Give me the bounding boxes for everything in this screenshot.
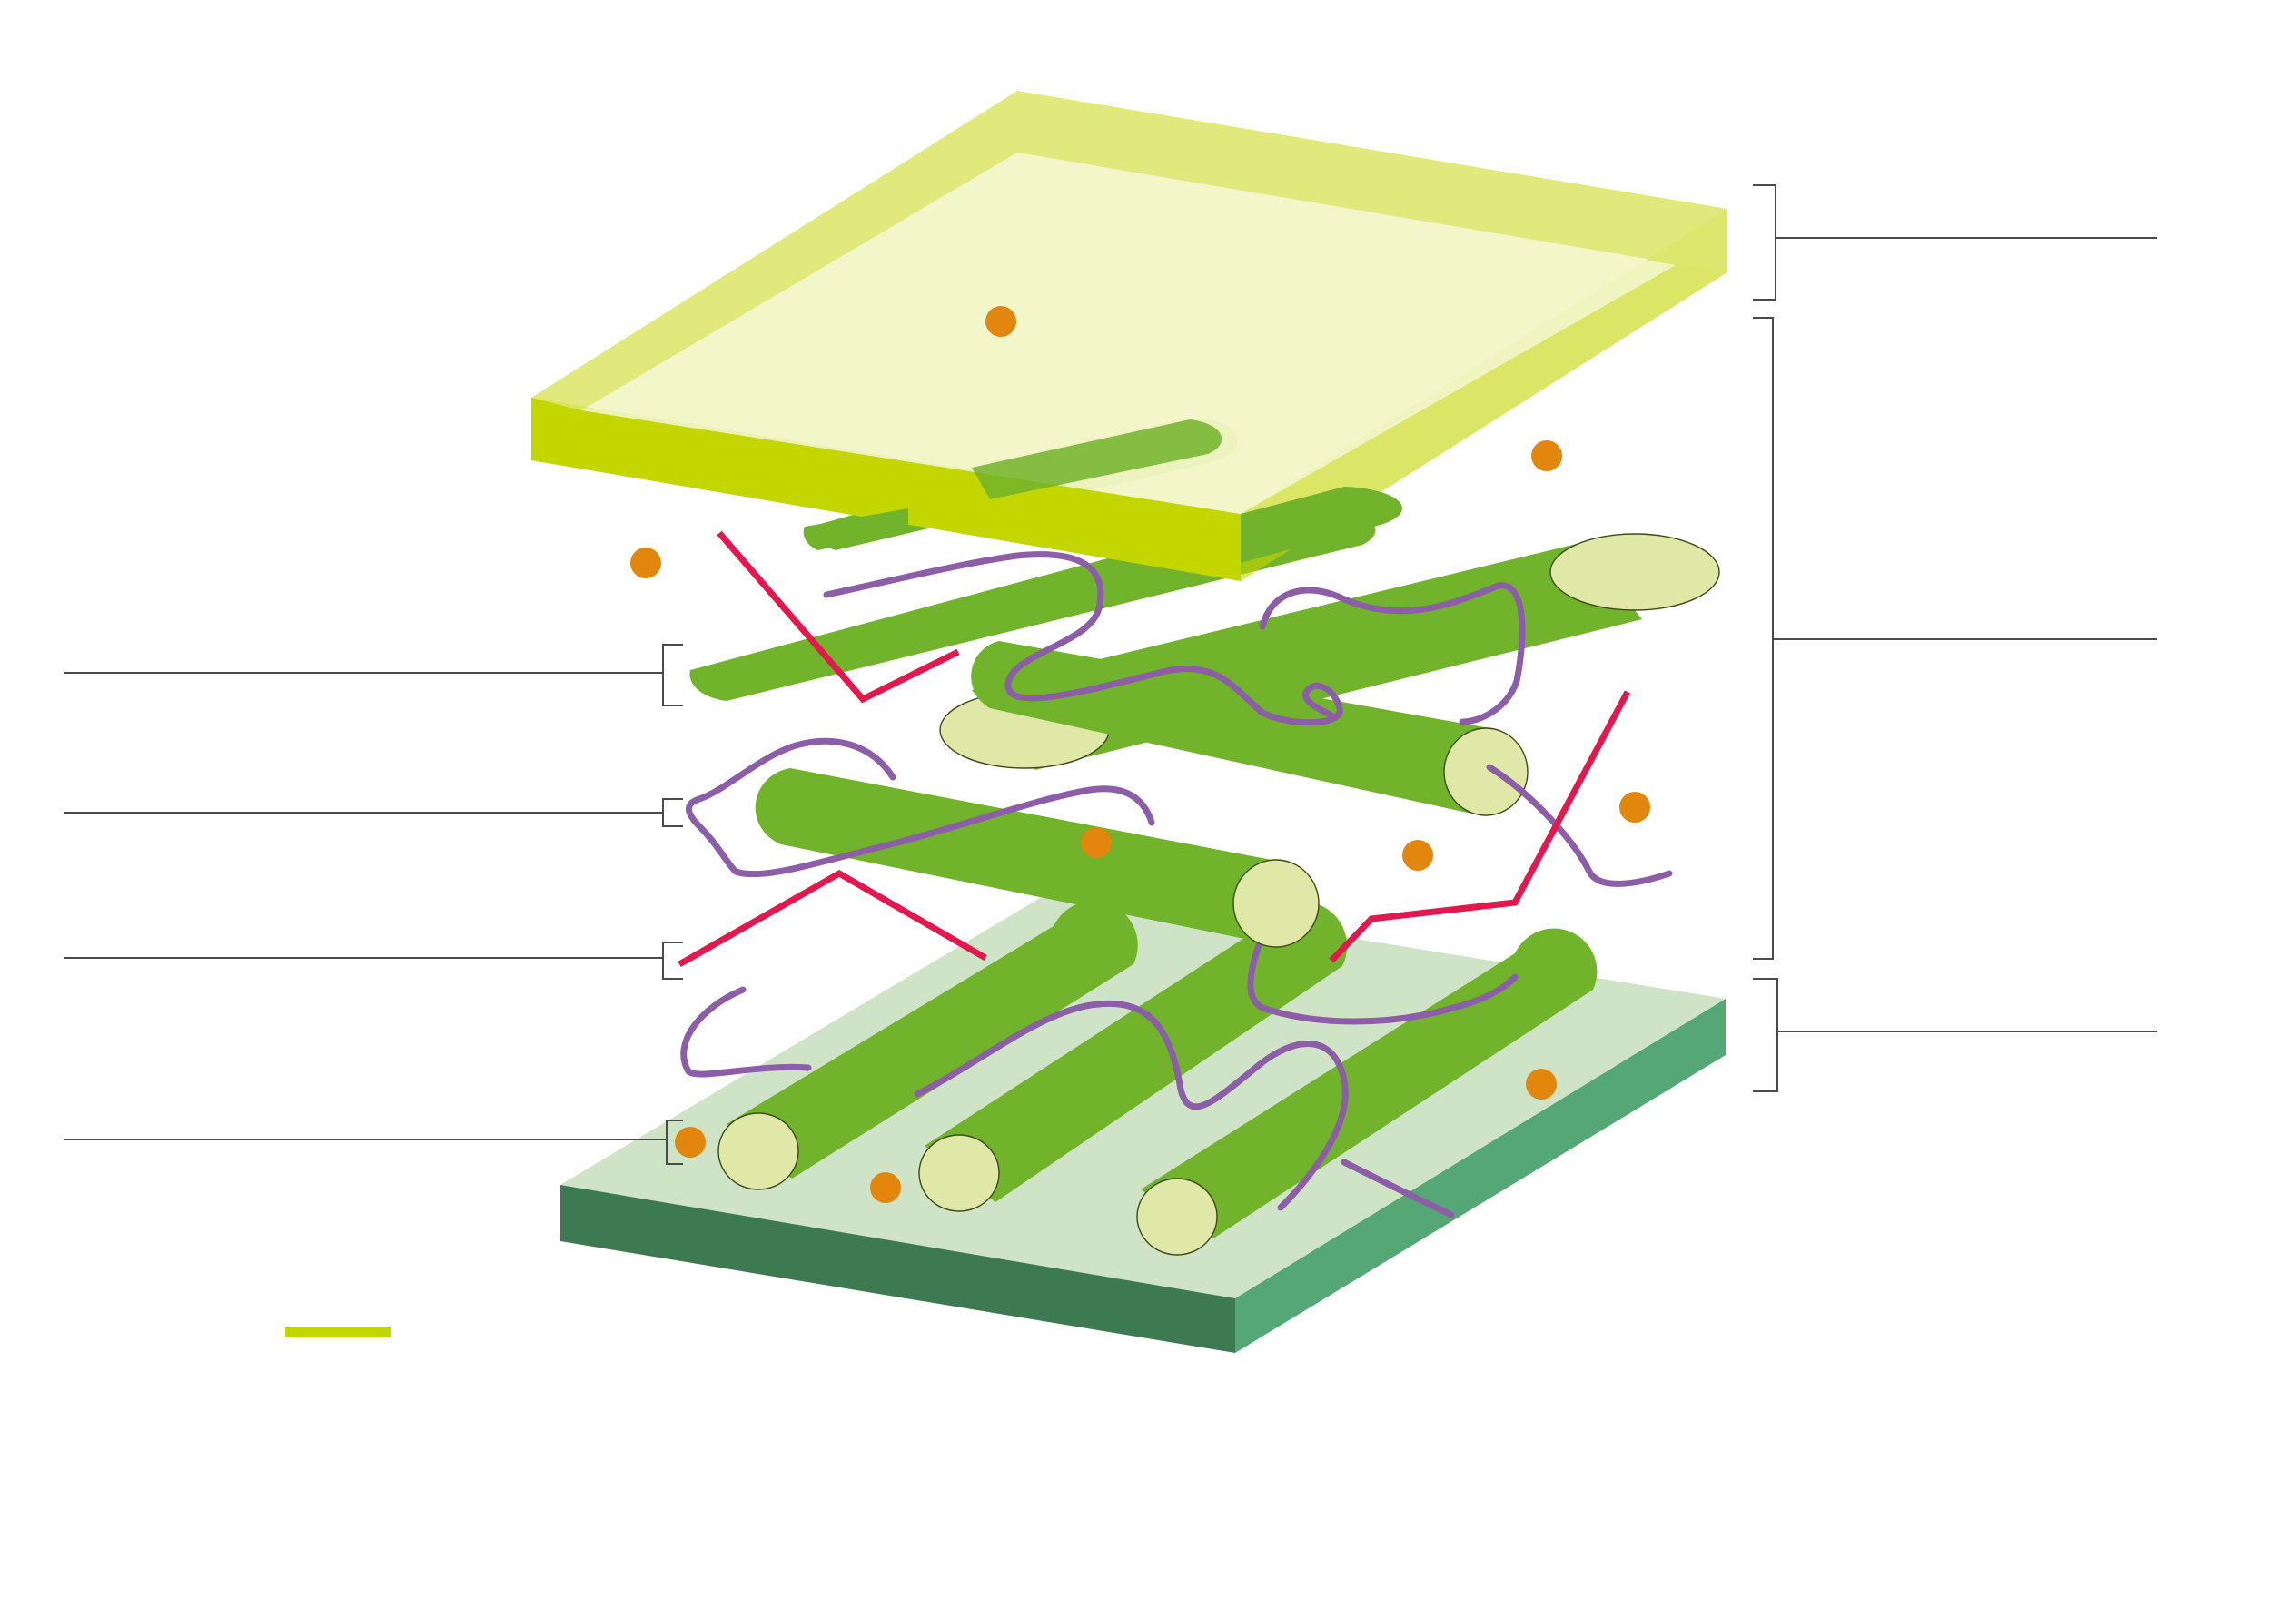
particle-dot	[630, 548, 661, 578]
bracket-right	[1753, 317, 1774, 960]
bottom-fiber-layer	[680, 901, 1598, 1256]
top-plate-inner-face	[581, 153, 1676, 514]
cellulose-fiber	[918, 901, 1348, 1212]
bracket-right	[1753, 978, 1778, 1092]
cellulose-fiber	[972, 419, 1222, 499]
cellulose-fiber	[1241, 487, 1402, 563]
pectin-chain	[823, 551, 1343, 726]
protein-chain	[717, 530, 960, 704]
particle-layer	[630, 306, 1650, 1203]
legend-color-bar	[285, 1327, 391, 1337]
bracket-left	[662, 798, 683, 827]
particle-dot	[870, 1172, 901, 1203]
pectin-chain	[1486, 764, 1673, 887]
pectin-chain	[680, 986, 812, 1078]
particle-dot	[1402, 840, 1433, 871]
pectin-chain	[1259, 582, 1526, 725]
protein-chain	[678, 869, 987, 968]
particle-dot	[1081, 827, 1112, 858]
particle-dot	[1619, 792, 1650, 823]
particle-dot	[1526, 1069, 1557, 1100]
cellulose-fiber	[1136, 928, 1598, 1256]
bracket-left	[662, 942, 683, 980]
protein-chain	[1329, 690, 1631, 963]
bracket-left	[666, 1120, 683, 1165]
middle-matrix-layer	[686, 418, 1720, 948]
bracket-right	[1753, 184, 1776, 301]
cellulose-fiber	[803, 508, 908, 550]
cellulose-fiber	[755, 768, 1320, 948]
top-plate	[531, 91, 1727, 581]
bottom-plate-front-face	[560, 1185, 1235, 1353]
particle-dot	[675, 1127, 706, 1158]
pectin-chain	[1247, 932, 1519, 1025]
particle-dot	[1531, 440, 1562, 471]
pectin-chain	[1341, 1159, 1455, 1218]
top-plate-back-rim	[531, 91, 1017, 410]
diagram-caption: Paroi cellulaire de raisin	[914, 1515, 1411, 1557]
protein-layer	[678, 530, 1631, 968]
bottom-plate-side-face	[1235, 999, 1726, 1353]
top-plate-right-rim	[1017, 91, 1727, 272]
cellulose-fiber	[718, 901, 1138, 1190]
left-annotations	[64, 644, 683, 1165]
right-annotations	[1753, 184, 2157, 1092]
bracket-left	[662, 644, 683, 706]
pectin-chain	[686, 737, 1155, 878]
pectin-chain	[914, 1000, 1349, 1211]
particle-dot	[985, 306, 1016, 337]
top-plate-front-face	[531, 398, 1241, 581]
